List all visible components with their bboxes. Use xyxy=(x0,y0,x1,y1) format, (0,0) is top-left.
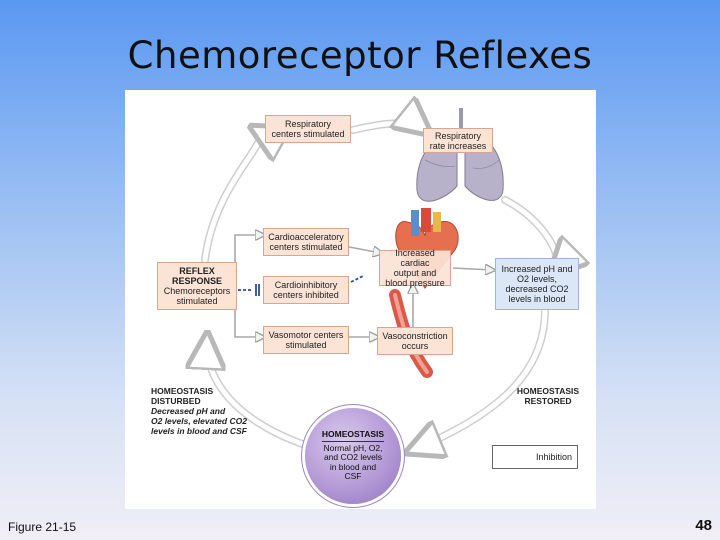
respiratory-rate-line-2: rate increases xyxy=(429,140,487,151)
slide-title: Chemoreceptor Reflexes xyxy=(127,34,593,77)
vasomotor-line-1: Vasomotor centers xyxy=(268,330,344,340)
cardioinhibitory-line-1: Cardioinhibitory xyxy=(274,280,338,290)
reflex-response-box: REFLEX RESPONSE Chemoreceptors stimulate… xyxy=(157,262,237,310)
homeostasis-circle: HOMEOSTASIS Normal pH, O2, and CO2 level… xyxy=(305,408,401,504)
homeostasis-circle-line-1: Normal pH, O2, xyxy=(323,442,383,453)
increased-ph-line-4: levels in blood xyxy=(508,294,566,304)
cardioinhibitory-box: Cardioinhibitory centers inhibited xyxy=(263,276,349,304)
cardiac-output-line-1: Increased cardiac xyxy=(395,248,435,268)
legend-label: Inhibition xyxy=(535,452,572,462)
vasoconstriction-line-1: Vasoconstriction xyxy=(382,331,448,341)
cardiac-output-box: Increased cardiac output and blood press… xyxy=(379,248,451,288)
respiratory-rate-box: Respiratory rate increases xyxy=(423,128,493,153)
cardioacceleratory-line-1: Cardioacceleratory xyxy=(268,232,344,242)
arrow-to-cardioacceleratory xyxy=(234,235,263,262)
arrow-to-vasomotor xyxy=(234,300,263,337)
cardiac-output-line-2: output and xyxy=(393,268,437,278)
reflex-response-title-2: RESPONSE xyxy=(171,276,222,286)
homeostasis-disturbed-title-1: HOMEOSTASIS xyxy=(151,386,214,396)
respiratory-centers-box: Respiratory centers stimulated xyxy=(265,115,351,143)
reflex-diagram: Respiratory centers stimulated Respirato… xyxy=(125,90,596,509)
arrow-to-increased-ph xyxy=(452,268,493,270)
increased-ph-line-1: Increased pH and xyxy=(501,264,573,274)
respiratory-rate-line-1: Respiratory xyxy=(434,130,481,141)
reflex-response-body-1: Chemoreceptors xyxy=(163,286,231,296)
cardiac-output-line-3: blood pressure xyxy=(385,278,445,288)
homeostasis-circle-line-2: and CO2 levels xyxy=(323,452,383,463)
lungs-illustration xyxy=(416,108,504,202)
inhibition-line-cardio xyxy=(350,275,364,283)
homeostasis-circle-line-3: in blood and xyxy=(329,461,377,472)
homeostasis-disturbed-body-3: levels in blood and CSF xyxy=(151,426,247,436)
homeostasis-disturbed-body-2: O2 levels, elevated CO2 xyxy=(151,416,247,426)
increased-ph-box: Increased pH and O2 levels, decreased CO… xyxy=(495,258,579,310)
homeostasis-disturbed: HOMEOSTASIS DISTURBED Decreased pH and O… xyxy=(151,386,261,436)
homeostasis-restored: HOMEOSTASIS RESTORED xyxy=(513,386,583,406)
homeostasis-restored-title-1: HOMEOSTASIS xyxy=(516,386,580,396)
increased-ph-line-3: decreased CO2 xyxy=(505,284,569,294)
vasomotor-box: Vasomotor centers stimulated xyxy=(263,326,349,354)
homeostasis-disturbed-body-1: Decreased pH and xyxy=(151,406,226,416)
vasomotor-line-2: stimulated xyxy=(285,340,327,350)
vasoconstriction-line-2: occurs xyxy=(401,341,429,351)
reflex-response-body-2: stimulated xyxy=(176,296,218,306)
inhibition-legend: Inhibition xyxy=(492,445,578,469)
homeostasis-circle-line-4: CSF xyxy=(344,471,362,482)
reflex-response-title-1: REFLEX xyxy=(179,266,215,276)
respiratory-centers-line-2: centers stimulated xyxy=(271,129,345,139)
vasoconstriction-box: Vasoconstriction occurs xyxy=(377,327,453,355)
page-number: 48 xyxy=(695,517,712,534)
cardioacceleratory-box: Cardioacceleratory centers stimulated xyxy=(263,228,349,256)
homeostasis-disturbed-title-2: DISTURBED xyxy=(151,396,201,406)
figure-label: Figure 21-15 xyxy=(8,520,77,534)
arrow-to-cardiac-output xyxy=(348,247,381,253)
cardioinhibitory-line-2: centers inhibited xyxy=(273,290,339,300)
homeostasis-restored-title-2: RESTORED xyxy=(524,396,572,406)
inhibition-bar-reflex xyxy=(255,284,260,296)
increased-ph-line-2: O2 levels, xyxy=(516,274,558,284)
respiratory-centers-line-1: Respiratory xyxy=(284,119,331,129)
homeostasis-circle-title: HOMEOSTASIS xyxy=(321,430,385,442)
cardioacceleratory-line-2: centers stimulated xyxy=(269,242,343,252)
